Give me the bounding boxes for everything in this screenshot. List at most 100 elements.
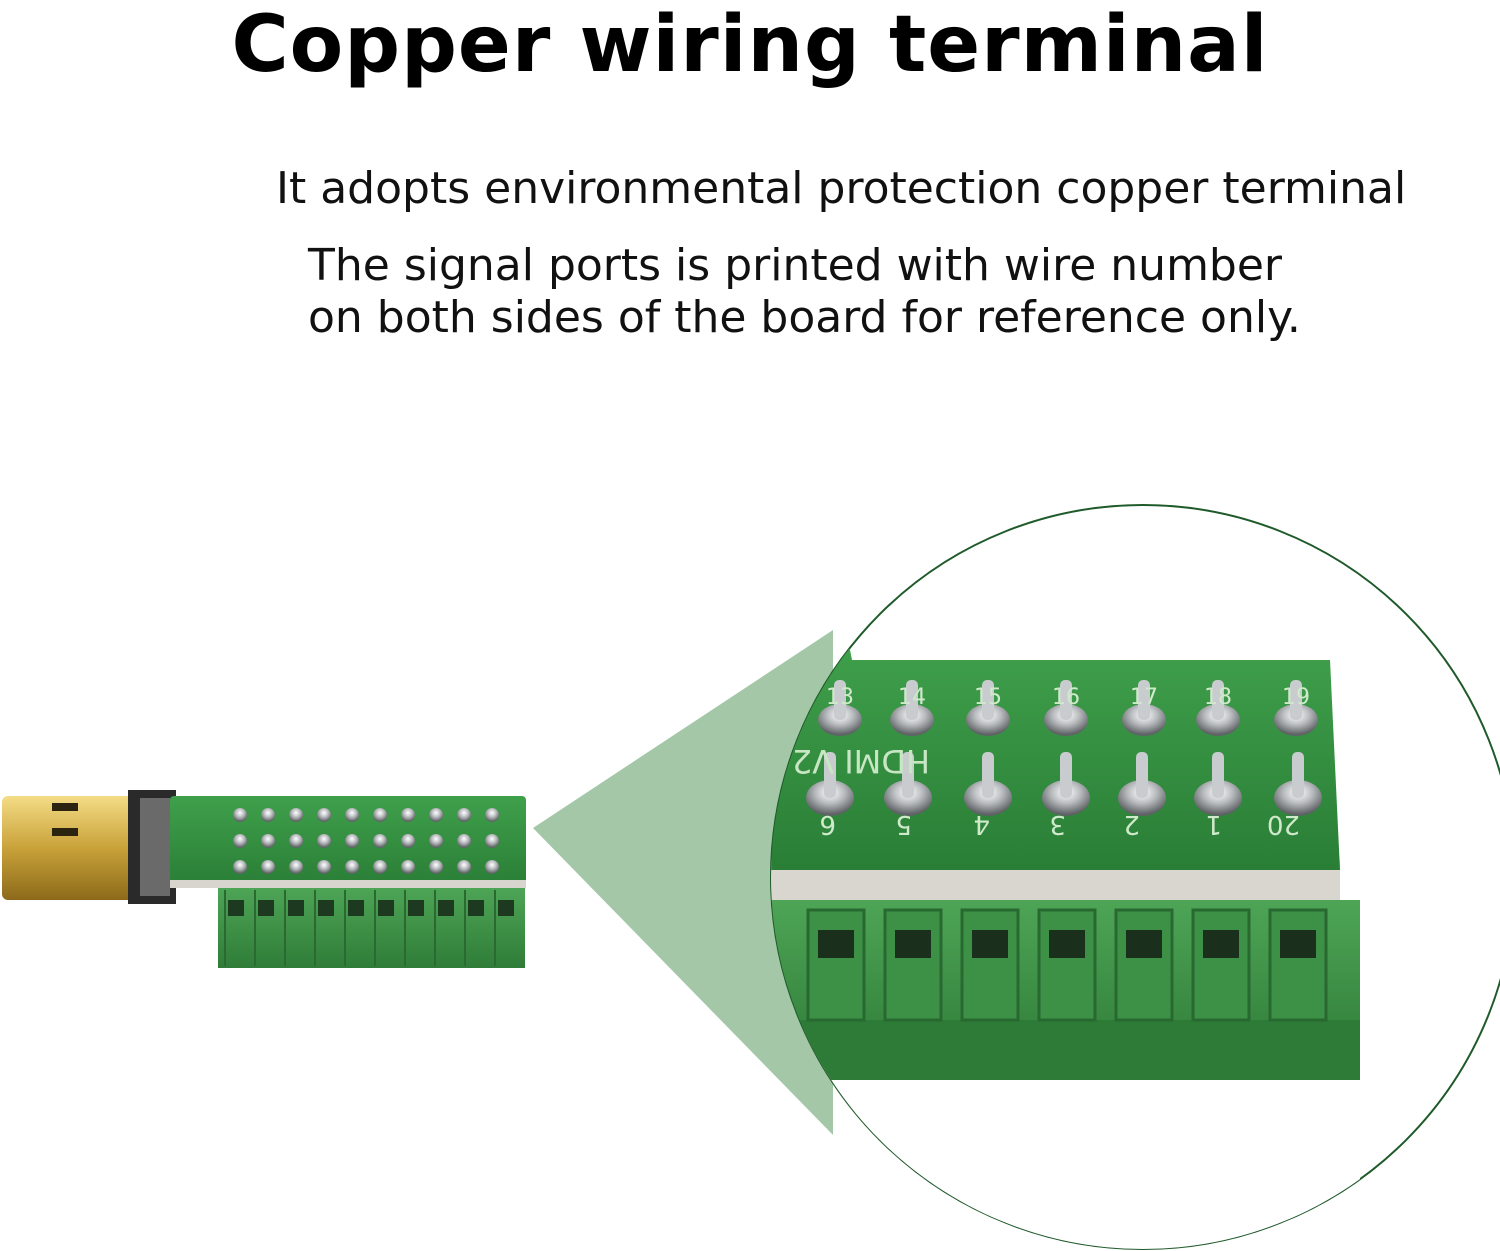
zoom-cone xyxy=(533,630,833,1135)
small-terminal-hole xyxy=(498,900,514,916)
zoomed-terminal-screw xyxy=(972,930,1008,958)
small-terminal-divider xyxy=(314,890,316,966)
pin-label: 6 xyxy=(819,809,836,839)
zoomed-terminal-slot xyxy=(960,908,1020,1022)
small-terminal-hole xyxy=(288,900,304,916)
small-pin xyxy=(289,808,303,822)
pin-label: 4 xyxy=(973,809,990,839)
small-pin xyxy=(429,860,443,874)
pin-label: 15 xyxy=(974,685,1002,710)
small-pin xyxy=(373,834,387,848)
zoomed-pin-wire xyxy=(1212,752,1224,798)
description-line-3: on both sides of the board for reference… xyxy=(308,292,1301,343)
zoomed-terminal-screw xyxy=(818,930,854,958)
small-pin xyxy=(457,860,471,874)
small-pin xyxy=(261,834,275,848)
headline: Copper wiring terminal xyxy=(231,0,1269,90)
small-pin xyxy=(485,834,499,848)
small-terminal-hole xyxy=(408,900,424,916)
small-board xyxy=(170,796,526,968)
small-pin xyxy=(345,834,359,848)
small-pin xyxy=(233,834,247,848)
zoomed-terminal-screw xyxy=(1280,930,1316,958)
pin-label: 14 xyxy=(898,685,926,710)
small-terminal-divider xyxy=(374,890,376,966)
zoomed-terminal-slot xyxy=(883,908,943,1022)
zoomed-terminal-slot xyxy=(1268,908,1328,1022)
pin-label: 13 xyxy=(826,685,854,710)
small-terminal-divider xyxy=(224,890,226,966)
board-marking: HDMI V2.0 xyxy=(761,742,930,780)
small-terminal-divider xyxy=(284,890,286,966)
small-pin xyxy=(233,860,247,874)
zoomed-terminal-slot xyxy=(1114,908,1174,1022)
small-pin xyxy=(457,834,471,848)
zoomed-pin-wire xyxy=(982,680,994,720)
zoomed-terminal-slot xyxy=(1037,908,1097,1022)
pin-label: 1 xyxy=(1205,809,1222,839)
zoomed-pin-wire xyxy=(1138,680,1150,720)
pin-label: 18 xyxy=(1204,685,1232,710)
zoomed-pin-wire xyxy=(982,752,994,798)
zoomed-terminal-screw xyxy=(1049,930,1085,958)
small-terminal-hole xyxy=(468,900,484,916)
description-line-1: It adopts environmental protection coppe… xyxy=(276,163,1407,214)
pin-label: 17 xyxy=(1130,685,1158,710)
zoomed-terminal-screw xyxy=(1126,930,1162,958)
zoomed-pin-wire xyxy=(1290,680,1302,720)
small-terminal-divider xyxy=(494,890,496,966)
pin-label: 16 xyxy=(1052,685,1080,710)
small-pin xyxy=(457,808,471,822)
small-terminal-hole xyxy=(378,900,394,916)
small-pin xyxy=(373,808,387,822)
zoomed-pin-wire xyxy=(1060,752,1072,798)
zoomed-terminal-screw xyxy=(895,930,931,958)
zoomed-terminal-slot xyxy=(806,908,866,1022)
zoomed-terminal-slot xyxy=(1191,908,1251,1022)
small-pin xyxy=(289,860,303,874)
small-pin xyxy=(261,860,275,874)
small-terminal-hole xyxy=(318,900,334,916)
small-terminal-divider xyxy=(464,890,466,966)
zoomed-pin-wire xyxy=(1212,680,1224,720)
pin-label: 5 xyxy=(895,809,912,839)
small-pin xyxy=(261,808,275,822)
pin-label: 20 xyxy=(1267,809,1300,839)
pin-label: 2 xyxy=(1123,809,1140,839)
small-pin xyxy=(429,808,443,822)
small-pin xyxy=(401,808,415,822)
small-pin xyxy=(345,860,359,874)
pin-labels-front: 201234567 xyxy=(771,809,1300,839)
small-pin xyxy=(345,808,359,822)
zoomed-pin-wire xyxy=(1292,752,1304,798)
small-terminal-holes xyxy=(224,890,514,966)
pin-label: 3 xyxy=(1049,809,1066,839)
zoomed-pin-wire xyxy=(1060,680,1072,720)
small-terminal-hole xyxy=(228,900,244,916)
small-pin xyxy=(289,834,303,848)
small-pin xyxy=(317,860,331,874)
small-pin xyxy=(317,808,331,822)
zoomed-pin-wire xyxy=(834,680,846,720)
description-line-2: The signal ports is printed with wire nu… xyxy=(308,240,1283,291)
small-pin xyxy=(317,834,331,848)
small-pins xyxy=(233,808,499,874)
small-terminal-hole xyxy=(258,900,274,916)
small-terminal-hole xyxy=(348,900,364,916)
small-pin xyxy=(233,808,247,822)
small-pin xyxy=(429,834,443,848)
small-pin xyxy=(373,860,387,874)
small-pin xyxy=(401,860,415,874)
zoomed-pin-wire xyxy=(1136,752,1148,798)
small-pin xyxy=(485,860,499,874)
zoomed-pin-wire xyxy=(906,680,918,720)
small-terminal-divider xyxy=(434,890,436,966)
zoomed-pins xyxy=(806,680,1322,816)
small-pin xyxy=(485,808,499,822)
small-terminal-divider xyxy=(254,890,256,966)
small-terminal-divider xyxy=(404,890,406,966)
zoomed-terminal-screw xyxy=(1203,930,1239,958)
